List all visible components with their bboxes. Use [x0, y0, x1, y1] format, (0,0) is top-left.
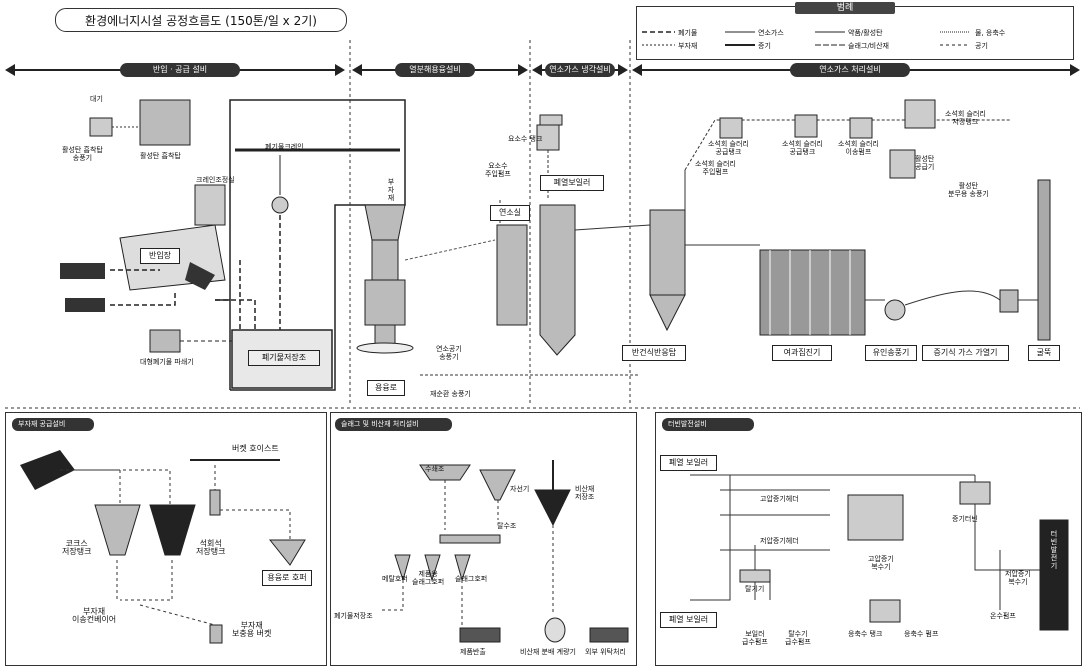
legend-title: 범례: [795, 2, 895, 14]
banner-receiving: 반입 · 공급 설비: [120, 63, 240, 77]
label-conveyor: 부자재 이송컨베이어: [72, 608, 116, 624]
label-bucket-hoist: 버켓 호이스트: [232, 445, 279, 453]
label-hp-header: 고압증기헤더: [760, 495, 799, 503]
label-coke-tank: 코크스 저장탱크: [62, 540, 91, 556]
label-combustor: 연소실: [490, 205, 530, 221]
label-lp-header: 저압증기헤더: [760, 537, 799, 545]
panel-slag: [330, 412, 637, 666]
label-atmosphere: 대기: [90, 95, 103, 103]
label-slurry-store: 소석회 슬러리 저장탱크: [945, 110, 986, 126]
legend-air: 공기: [975, 41, 988, 51]
label-warm-pump: 온수펌프: [990, 612, 1016, 620]
label-ac-fan: 활성탄 흡착탑 송풍기: [62, 146, 103, 162]
banner-cooling: 연소가스 냉각설비: [545, 63, 615, 77]
label-metal-hopper: 메탈호퍼: [382, 575, 408, 583]
label-crane-op: 크레인조정실: [196, 176, 235, 184]
legend-water: 물, 응축수: [975, 28, 1005, 38]
label-boiler: 폐열 보일러: [660, 455, 717, 471]
label-boiler2: 폐열 보일러: [660, 612, 717, 628]
label-outside: 외부 위탁처리: [585, 648, 626, 656]
legend-slag: 슬래그/비산재: [848, 41, 889, 51]
label-product-out: 제품반출: [460, 648, 486, 656]
label-deaer-pump: 탈수기 급수펌프: [785, 630, 811, 646]
label-feed-pump: 보일러 급수펌프: [742, 630, 768, 646]
label-fly-ash-tank: 비산재 저장조: [575, 485, 594, 501]
panel-power: [655, 412, 1082, 666]
legend-sub: 부자재: [678, 41, 697, 51]
label-stack: 굴뚝: [1028, 345, 1060, 361]
label-ac-supply: 활성탄 공급기: [915, 155, 934, 171]
label-to-pit: 폐기물저장조: [334, 612, 373, 620]
label-waste-pit: 폐기물저장조: [248, 350, 320, 366]
label-spray-dryer: 반건식반응탑: [622, 345, 686, 361]
label-receiving-area: 반입장: [140, 248, 180, 264]
label-slurry-supply: 소석회 슬러리 공급탱크: [708, 140, 749, 156]
banner-melting: 열분해용융설비: [395, 63, 475, 77]
label-lime-tank: 석회석 저장탱크: [196, 540, 225, 556]
label-slurry-supply2: 소석회 슬러리 공급탱크: [782, 140, 823, 156]
banner-gas: 연소가스 처리설비: [790, 63, 910, 77]
label-ac-tower: 활성탄 흡착탑: [140, 152, 181, 160]
page-title: 환경에너지시설 공정흐름도 (150톤/일 x 2기): [55, 8, 347, 32]
panel-slag-head: 슬래그 및 비산재 처리설비: [335, 418, 452, 431]
label-dewater: 탈수조: [497, 522, 516, 530]
label-sub-material: 부자재: [387, 178, 395, 202]
label-recirc-fan: 재순환 송풍기: [430, 390, 471, 398]
label-bag-filter: 여과집진기: [772, 345, 832, 361]
legend-waste: 폐기물: [678, 28, 697, 38]
label-bulky-crusher: 대형폐기물 파쇄기: [140, 358, 194, 366]
panel-power-head: 터빈발전설비: [662, 418, 754, 431]
label-urea-pump: 요소수 주입펌프: [485, 162, 511, 178]
label-water-tank: 수쇄조: [425, 465, 444, 473]
label-bucket: 부자재 보충용 버켓: [232, 622, 271, 638]
label-id-fan: 유인송풍기: [865, 345, 917, 361]
label-slag-hopper2: 슬래그호퍼: [455, 575, 487, 583]
label-lp-condenser: 저압증기 복수기: [1005, 570, 1031, 586]
label-urea-tank: 요소수 탱크: [508, 135, 542, 143]
label-turbine: 증기터빈: [952, 515, 978, 523]
label-slag-hopper: 제품용 슬래그호퍼: [412, 570, 444, 586]
label-hp-condenser: 고압증기 복수기: [868, 555, 894, 571]
label-slurry-inject: 소석회 슬러리 주입펌프: [695, 160, 736, 176]
label-cond-tank: 응축수 탱크: [848, 630, 882, 638]
label-furnace-hopper: 용융로 호퍼: [262, 570, 312, 586]
label-waste-crane: 폐기물크레인: [265, 143, 304, 151]
panel-sub-head: 부자재 공급설비: [12, 418, 94, 431]
label-ac-blower: 활성탄 분무용 송풍기: [948, 182, 989, 198]
label-cond-pump: 응축수 펌프: [904, 630, 938, 638]
label-slurry-pump: 소석회 슬러리 이송펌프: [838, 140, 879, 156]
legend-chem: 약품/활성탄: [848, 28, 883, 38]
label-melting-furnace: 용융로: [367, 380, 405, 396]
label-magnet: 자선기: [510, 485, 529, 493]
label-generator: 터빈발전기: [1050, 530, 1058, 570]
label-combustion-fan: 연소공기 송풍기: [436, 345, 462, 361]
label-gas-heater: 증기식 가스 가열기: [922, 345, 1009, 361]
legend-steam: 증기: [758, 41, 771, 51]
label-deaerator: 탈기기: [745, 585, 764, 593]
label-fly-ash-scale: 비산재 분배 계량기: [520, 648, 576, 656]
legend-gas: 연소가스: [758, 28, 784, 38]
label-waste-boiler: 폐열보일러: [540, 175, 604, 191]
